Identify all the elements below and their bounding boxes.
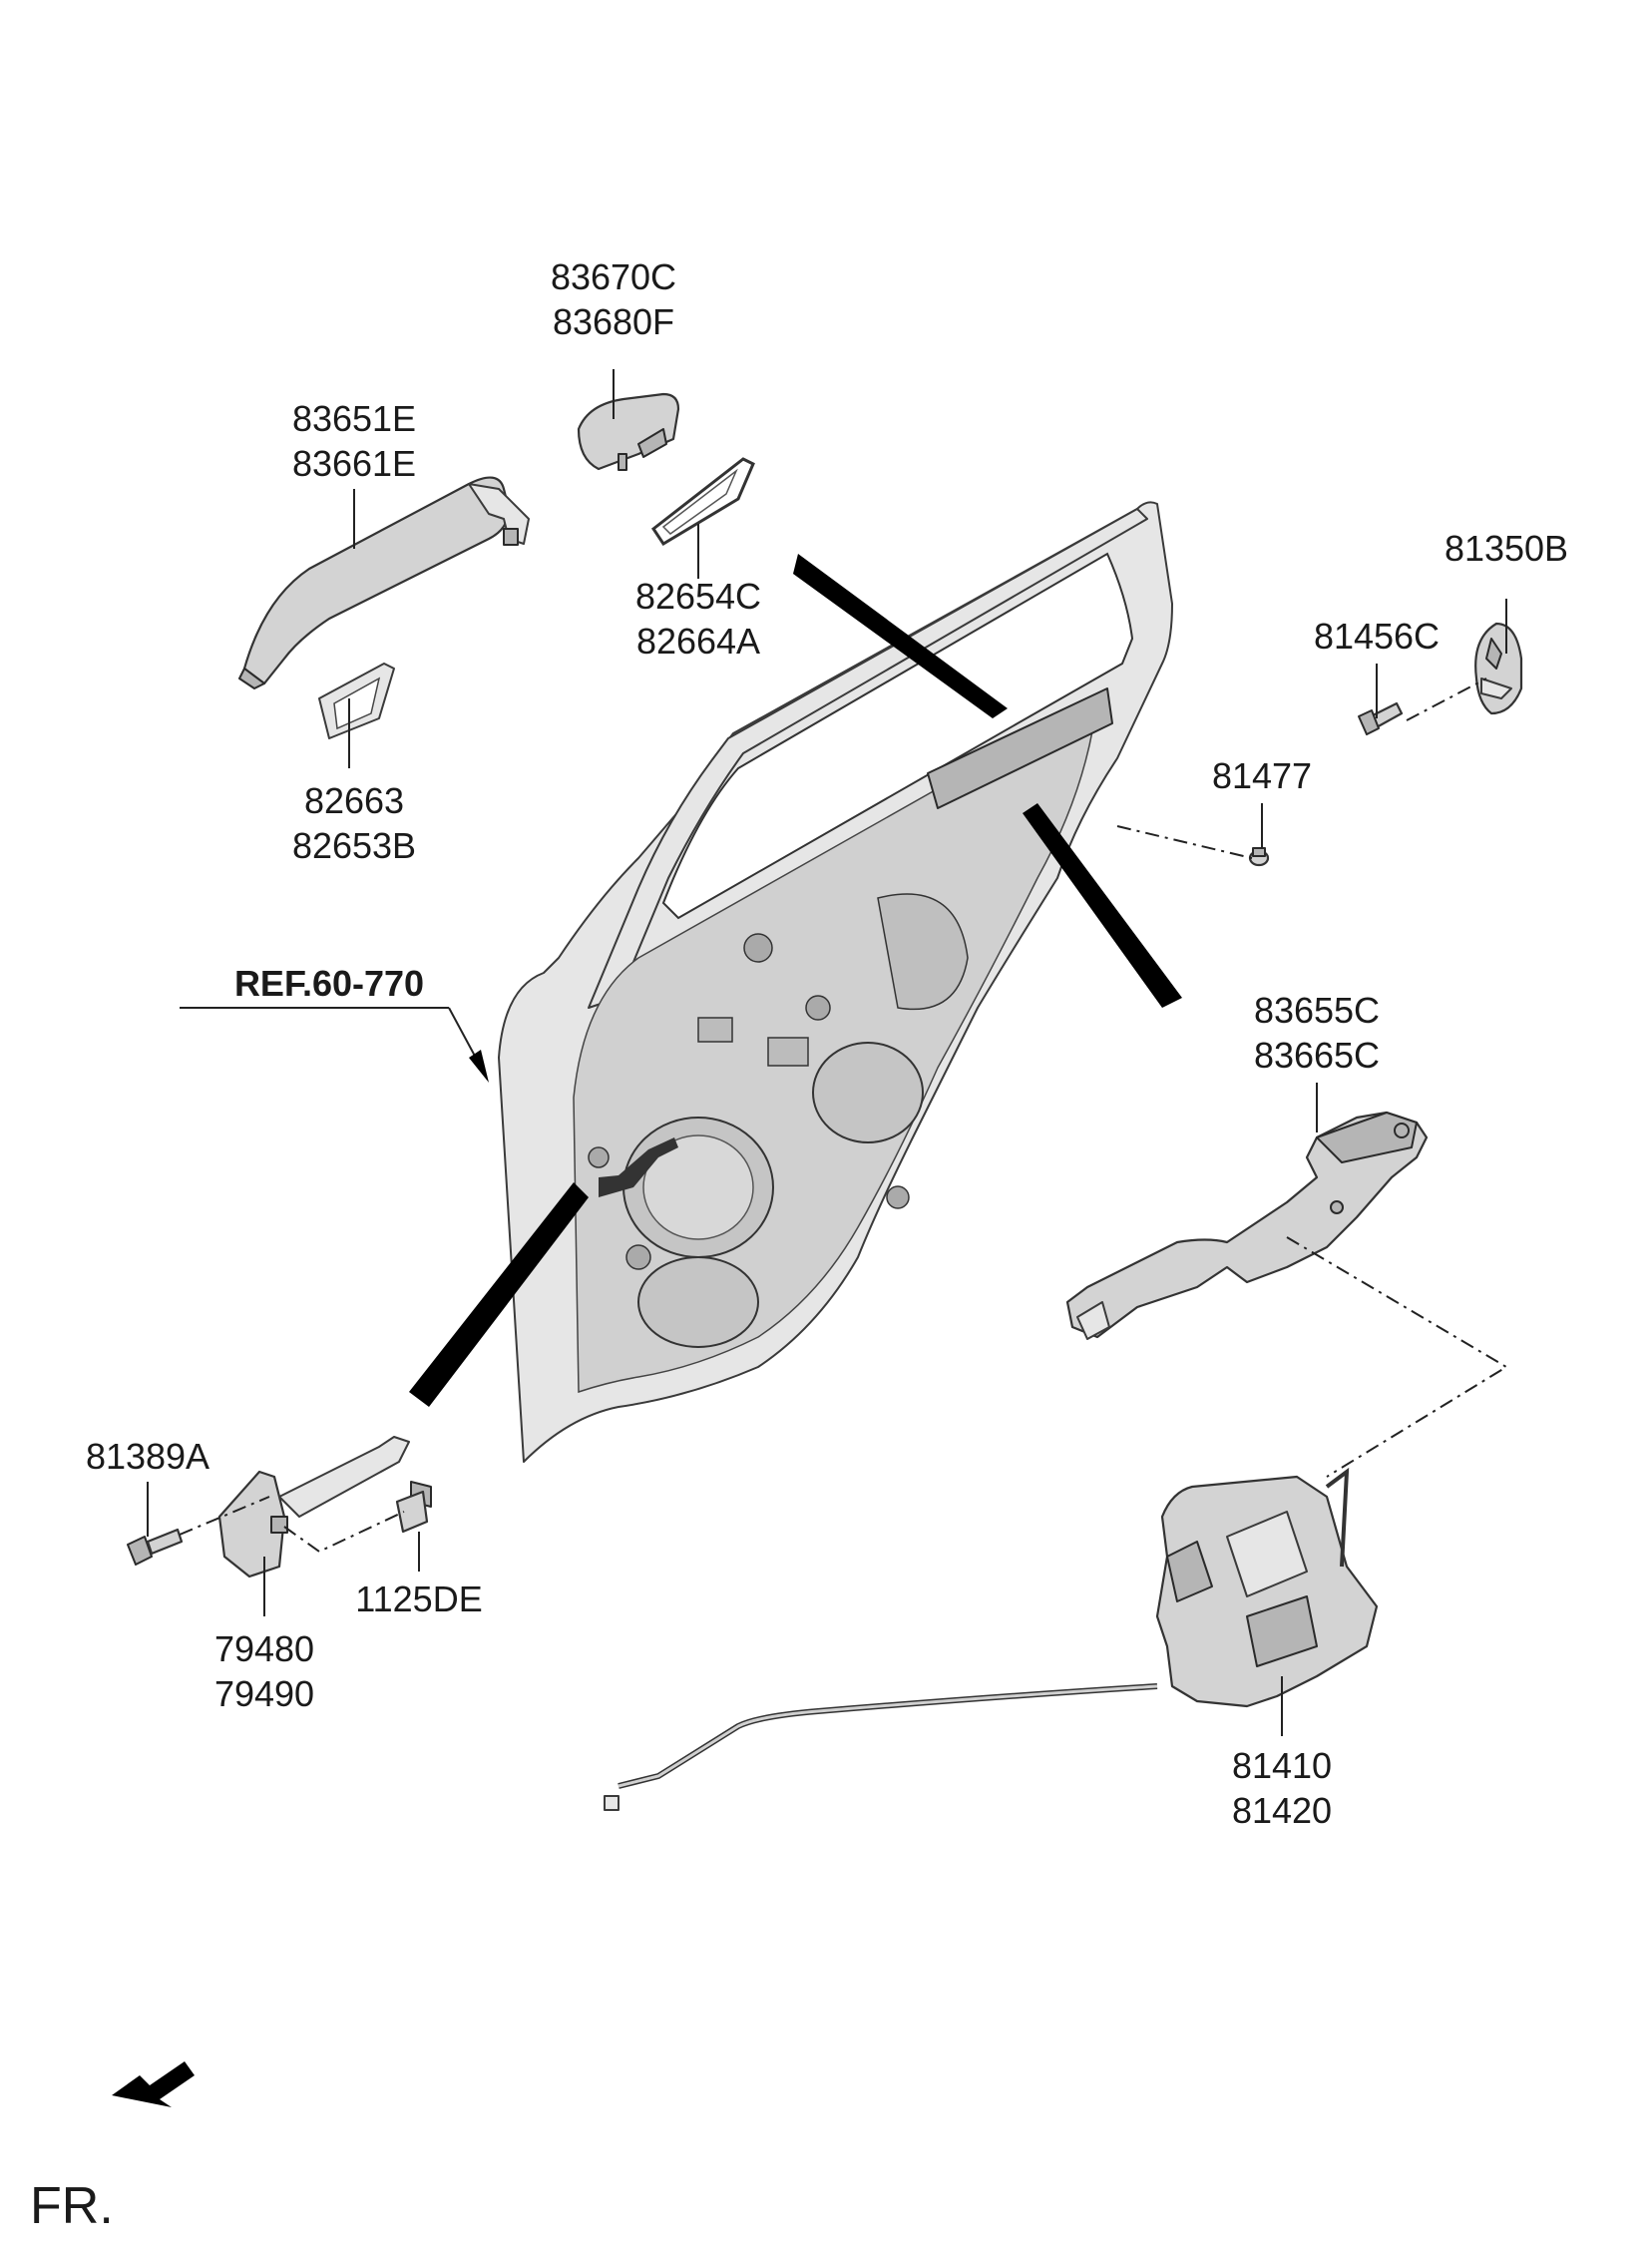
label-handle-cover-1: 83670C [551,256,676,297]
checker-bolt [127,1528,184,1566]
callout-wedges [409,554,1182,1407]
label-gasket-rear-1: 82663 [304,780,404,821]
label-door-checker-2: 79490 [214,1673,314,1714]
checker-screw [395,1481,432,1534]
leader-lines [147,369,1507,1736]
label-striker: 81350B [1445,528,1568,569]
label-gasket-rear-2: 82653B [292,825,416,866]
label-checker-screw: 1125DE [355,1578,482,1619]
door-latch [1155,1467,1379,1708]
label-handle-cover-2: 83680F [553,301,674,342]
label-door-checker-1: 79480 [214,1628,314,1669]
label-handle-bracket-1: 83655C [1254,990,1380,1031]
handle-bracket [1065,1111,1429,1340]
latch-cable [604,1683,1158,1811]
handle-cover [577,392,680,471]
rear-door-panel [498,501,1173,1463]
label-gasket-front-1: 82654C [635,576,761,617]
striker-bolt [1358,701,1404,735]
label-handle-bracket-2: 83665C [1254,1035,1380,1076]
front-direction-indicator: FR. [30,2061,195,2235]
reference-label: REF.60-770 [234,963,424,1004]
wedge-handle-cover [793,554,1008,718]
dashed-assembly-lines [179,677,1508,1554]
front-arrow-icon [112,2061,195,2107]
handle-gasket-rear [318,663,395,739]
label-door-latch-2: 81420 [1232,1790,1332,1831]
outside-door-handle [238,476,530,689]
wedge-handle-bracket [1023,803,1182,1008]
handle-gasket-front [650,457,755,547]
door-checker [217,1436,410,1578]
wedge-door-checker [409,1182,589,1407]
label-gasket-front-2: 82664A [636,621,760,662]
label-clip: 81477 [1212,755,1312,796]
label-striker-bolt: 81456C [1314,616,1440,657]
label-outside-handle-2: 83661E [292,443,416,484]
label-door-latch-1: 81410 [1232,1745,1332,1786]
label-outside-handle-1: 83651E [292,398,416,439]
callout-labels: 83651E 83661E 83670C 83680F 82654C 82664… [86,256,1568,1831]
front-label: FR. [30,2177,114,2235]
label-checker-bolt: 81389A [86,1436,209,1477]
striker-assembly [1474,622,1523,715]
trim-clip [1248,847,1270,867]
